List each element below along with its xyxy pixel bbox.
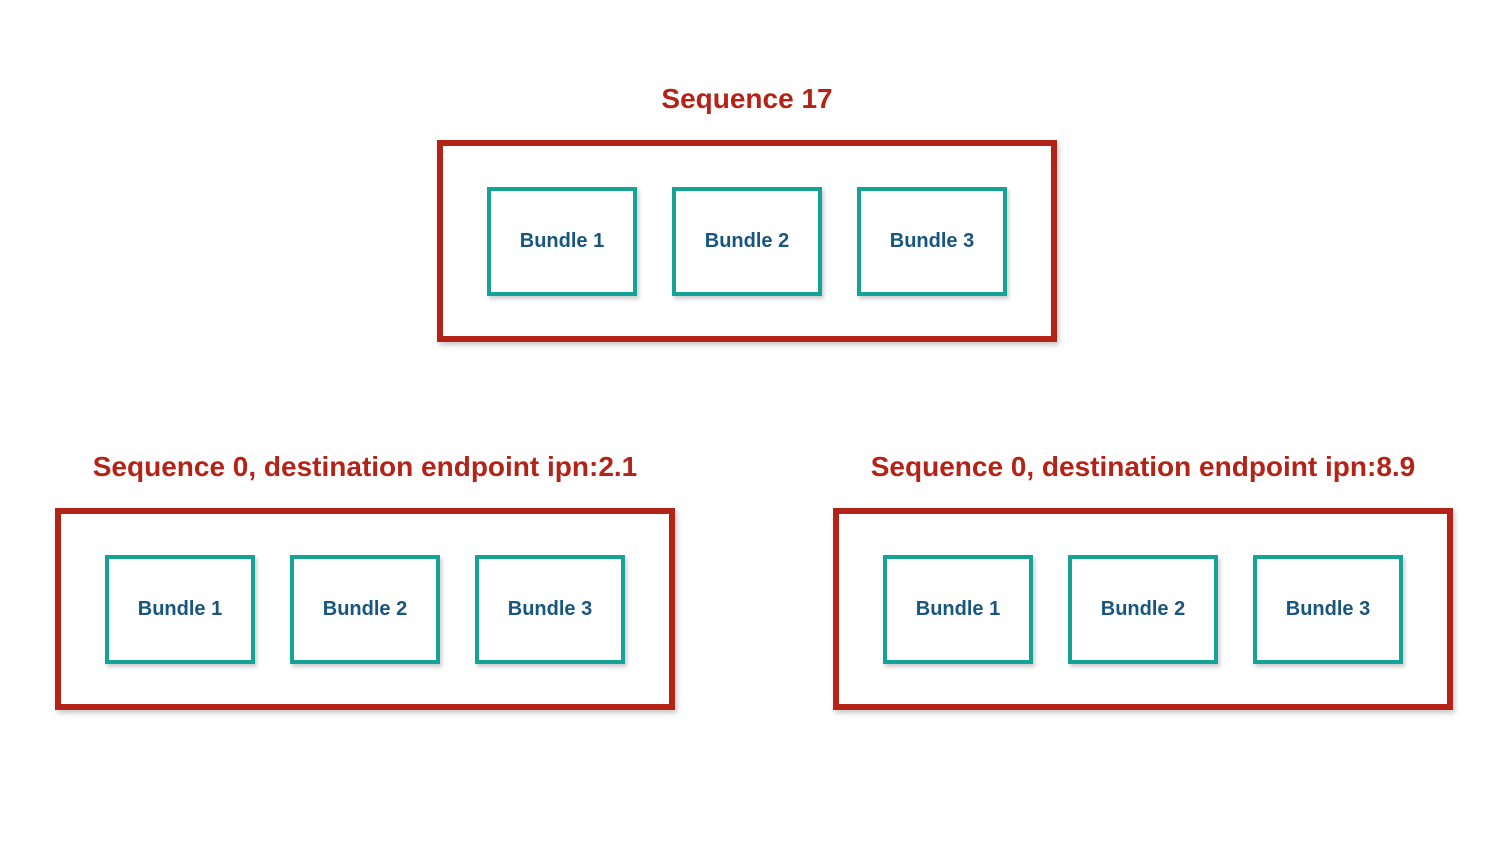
bundle-label: Bundle 1 [915,597,1001,620]
bundle-label: Bundle 1 [137,597,223,620]
bundle-label: Bundle 1 [519,229,605,252]
bundle-label: Bundle 2 [322,597,408,620]
sequence-box: Bundle 1 Bundle 2 Bundle 3 [55,508,675,710]
bundle-box: Bundle 2 [1068,554,1218,664]
bundle-box: Bundle 1 [105,554,255,664]
sequence-title: Sequence 17 [661,83,833,114]
sequence-group-17: Sequence 17 Bundle 1 Bundle 2 Bundle 3 [437,84,1057,342]
sequence-group-ipn-2-1: Sequence 0, destination endpoint ipn:2.1… [55,452,675,710]
sequence-title: Sequence 0, destination endpoint ipn:2.1 [92,451,638,482]
bundle-label: Bundle 3 [889,229,975,252]
sequence-box: Bundle 1 Bundle 2 Bundle 3 [437,140,1057,342]
bundle-box: Bundle 2 [672,186,822,296]
bundle-label: Bundle 3 [507,597,593,620]
bundle-label: Bundle 2 [704,229,790,252]
sequence-title: Sequence 0, destination endpoint ipn:8.9 [870,451,1416,482]
bundle-box: Bundle 1 [487,186,637,296]
bundle-box: Bundle 2 [290,554,440,664]
sequence-group-ipn-8-9: Sequence 0, destination endpoint ipn:8.9… [833,452,1453,710]
bundle-box: Bundle 1 [883,554,1033,664]
sequence-box: Bundle 1 Bundle 2 Bundle 3 [833,508,1453,710]
bundle-box: Bundle 3 [475,554,625,664]
bundle-box: Bundle 3 [1253,554,1403,664]
bundle-label: Bundle 3 [1285,597,1371,620]
bundle-label: Bundle 2 [1100,597,1186,620]
bundle-box: Bundle 3 [857,186,1007,296]
